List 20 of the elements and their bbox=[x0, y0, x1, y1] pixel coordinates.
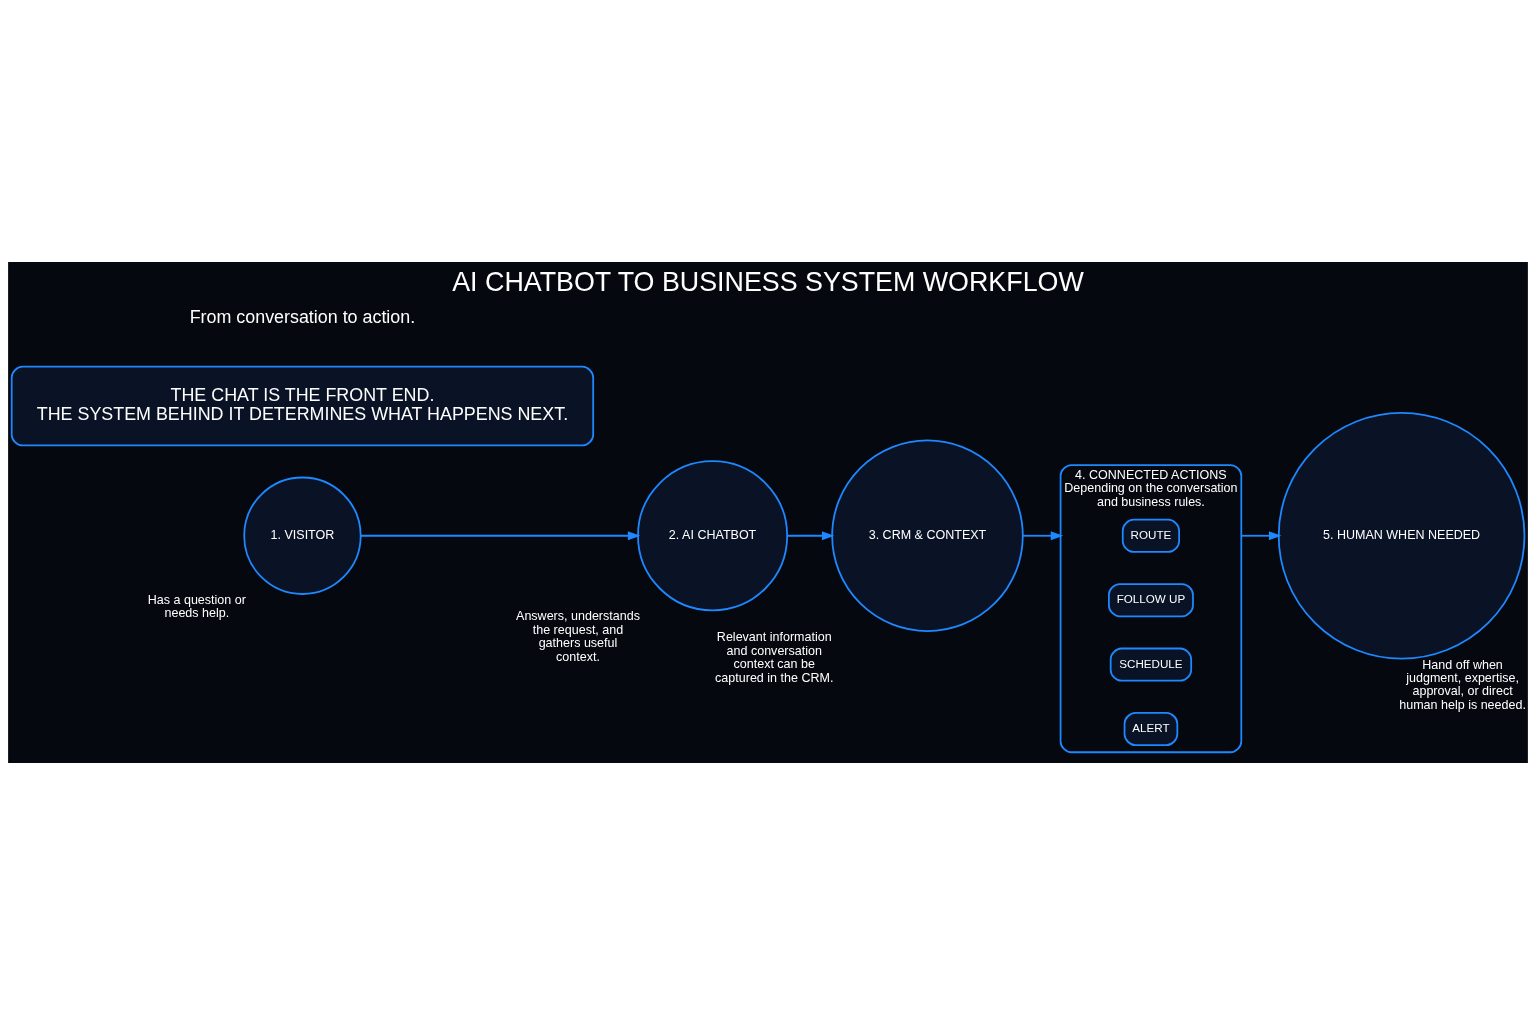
node-circle: 3. CRM & CONTEXT bbox=[831, 439, 1024, 632]
node-box: ROUTE bbox=[1121, 518, 1180, 553]
arrow bbox=[360, 530, 641, 540]
node-box: SCHEDULE bbox=[1109, 647, 1193, 682]
arrow bbox=[1240, 530, 1282, 540]
node-label: Depending on the conversation and business rules. bbox=[1064, 480, 1238, 509]
arrow bbox=[786, 530, 835, 540]
node-label: Has a question or needs help. bbox=[147, 592, 246, 620]
node-label: Relevant information and conversation context can be captured in the CRM. bbox=[715, 629, 834, 685]
node-circle: 2. AI CHATBOT bbox=[637, 459, 789, 611]
node-label: Answers, understands the request, and gathers useful context. bbox=[516, 608, 640, 664]
node-box: ALERT bbox=[1123, 711, 1179, 746]
node-box: THE CHAT IS THE FRONT END. THE SYSTEM BEHIND IT DETERMINES WHAT HAPPENS NEXT. bbox=[10, 365, 595, 446]
label: From conversation to action. bbox=[189, 306, 416, 327]
diagram-title: AI CHATBOT TO BUSINESS SYSTEM WORKFLOW bbox=[452, 266, 1084, 297]
node-label: Hand off when judgment, expertise, approval, or direct human help is needed. bbox=[1399, 657, 1526, 712]
node-circle: 1. VISITOR bbox=[243, 476, 362, 595]
node-box: FOLLOW UP bbox=[1108, 582, 1194, 617]
node-circle: 5. HUMAN WHEN NEEDED bbox=[1277, 411, 1526, 660]
arrow bbox=[1022, 530, 1064, 540]
